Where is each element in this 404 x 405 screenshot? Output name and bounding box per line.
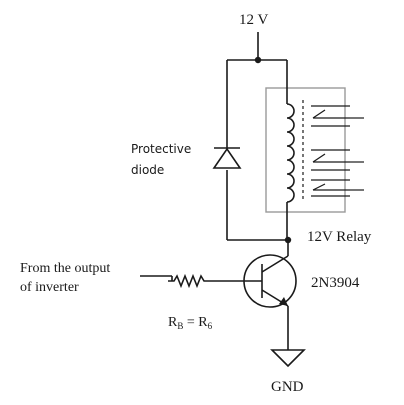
transistor-label: 2N3904 bbox=[311, 275, 360, 291]
resistor-equals: = R bbox=[183, 315, 208, 330]
resistor-rb-subscript: B bbox=[177, 321, 183, 331]
resistor-label: RB = R6 bbox=[168, 315, 213, 331]
relay-label: 12V Relay bbox=[307, 229, 372, 245]
input-label-line1: From the output bbox=[20, 261, 110, 276]
supply-voltage-label: 12 V bbox=[239, 12, 268, 28]
npn-transistor-icon bbox=[243, 240, 297, 350]
diode-label-line1: Protective bbox=[131, 142, 191, 156]
relay-coil-icon bbox=[286, 103, 295, 203]
ground-label: GND bbox=[271, 379, 304, 395]
ground-icon bbox=[270, 349, 306, 368]
resistor-r6-subscript: 6 bbox=[208, 321, 213, 331]
resistor-rb-main: R bbox=[168, 315, 178, 330]
diode-label-line2: diode bbox=[131, 163, 164, 177]
diode-icon bbox=[212, 144, 242, 169]
resistor-icon bbox=[168, 273, 210, 289]
relay-contacts-icon bbox=[302, 100, 364, 200]
input-label-line2: of inverter bbox=[20, 280, 79, 295]
